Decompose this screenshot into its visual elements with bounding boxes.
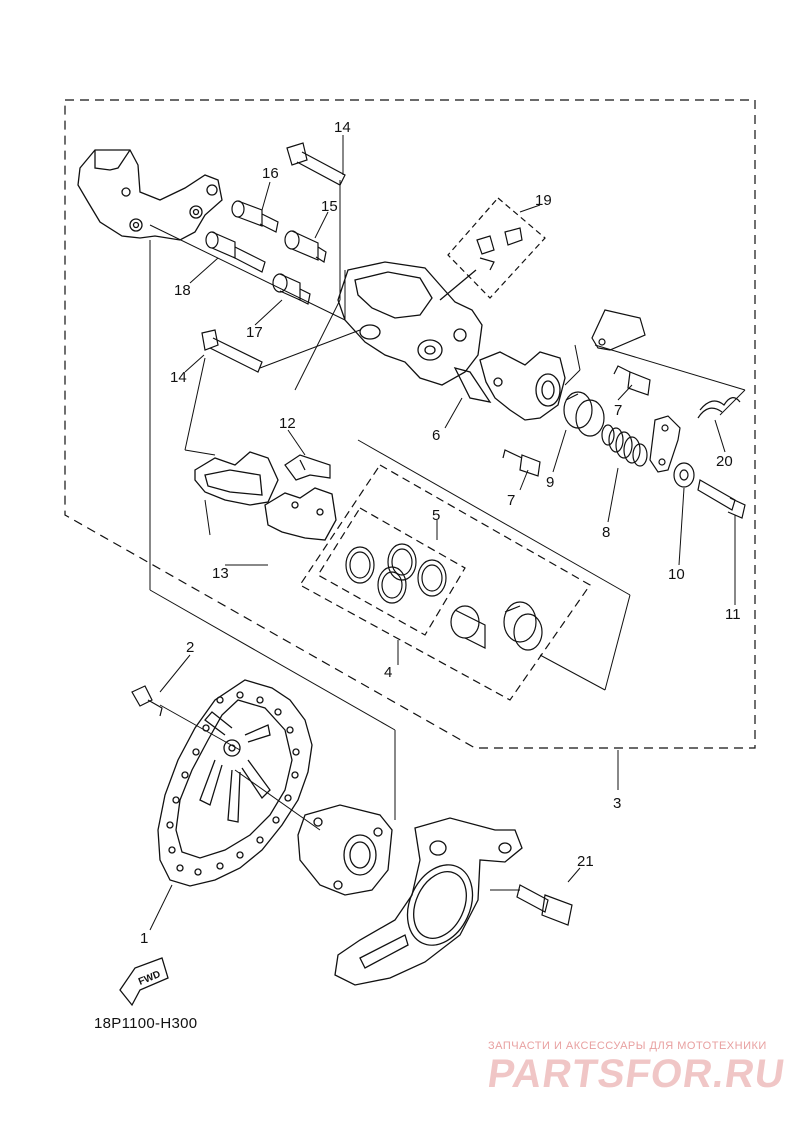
pin-16	[231, 200, 279, 233]
bolt-7-upper	[613, 365, 651, 396]
watermark-tagline: ЗАПЧАСТИ И АКСЕССУАРЫ ДЛЯ МОТОТЕХНИКИ	[488, 1040, 767, 1052]
callout-5: 5	[432, 507, 440, 524]
hub	[297, 804, 393, 896]
assembly-3-dashed-outline	[64, 99, 756, 749]
pin-18	[205, 231, 266, 273]
callout-19: 19	[535, 192, 552, 209]
caliper-bracket-upper	[77, 149, 223, 241]
callout-18: 18	[174, 282, 191, 299]
pin-17	[272, 273, 311, 305]
callout-13: 13	[212, 565, 229, 582]
boot-8	[601, 424, 648, 467]
callout-6: 6	[432, 427, 440, 444]
callout-11: 11	[725, 606, 741, 623]
callout-14-upper: 14	[334, 119, 351, 136]
callout-10: 10	[668, 566, 685, 583]
bolt-21	[516, 884, 573, 926]
callout-14-lower: 14	[170, 369, 187, 386]
bolt-7-lower	[502, 449, 541, 477]
caliper-support-6	[453, 351, 566, 421]
callout-21: 21	[577, 853, 594, 870]
callout-20: 20	[716, 453, 733, 470]
leader-lines	[149, 180, 746, 891]
group-5-dashed-outline	[317, 507, 466, 636]
callout-16: 16	[262, 165, 279, 182]
callout-9: 9	[546, 474, 554, 491]
brake-pad-13-left	[194, 451, 279, 506]
brake-disc-1	[157, 679, 313, 887]
caliper-body	[337, 261, 483, 386]
callout-3: 3	[613, 795, 621, 812]
bolt-11	[697, 479, 746, 519]
pin-15	[284, 230, 327, 263]
callout-17: 17	[246, 324, 263, 341]
piston-4	[450, 601, 543, 651]
fwd-arrow	[119, 957, 169, 1007]
bolt-14-lower	[201, 329, 263, 373]
callout-4: 4	[384, 664, 392, 681]
disc-holes	[166, 691, 300, 876]
pad-spring-12	[284, 454, 331, 481]
callout-numbers: 1 2 3 4 5 6 7 7 8 9 10 11 12 13 14 14 15…	[140, 119, 741, 947]
bolt-14-upper	[286, 142, 346, 186]
group-4-dashed-outline	[299, 464, 591, 701]
callout-8: 8	[602, 524, 610, 541]
callout-12: 12	[279, 415, 296, 432]
diagram-code: 18P1100-H300	[94, 1015, 198, 1032]
callout-15: 15	[321, 198, 338, 215]
bolt-2	[131, 685, 163, 717]
brake-pad-13-right	[264, 487, 337, 541]
callout-7-upper: 7	[614, 402, 622, 419]
watermark-logo: PARTSFOR.RU	[484, 1052, 789, 1096]
callout-2: 2	[186, 639, 194, 656]
bleeder-19	[476, 227, 523, 271]
group-19-dashed-outline	[447, 197, 546, 299]
spring-20	[697, 397, 741, 419]
seal-5	[345, 543, 447, 604]
callout-1: 1	[140, 930, 148, 947]
pad-spring-plate	[591, 309, 646, 351]
nut-10	[673, 462, 695, 488]
boot-9	[563, 391, 605, 437]
fwd-label: FWD	[137, 969, 162, 988]
caliper-bracket-lower	[334, 817, 523, 986]
callout-leaders	[149, 135, 736, 931]
callout-7-lower: 7	[507, 492, 515, 509]
guide-plate	[649, 415, 681, 473]
